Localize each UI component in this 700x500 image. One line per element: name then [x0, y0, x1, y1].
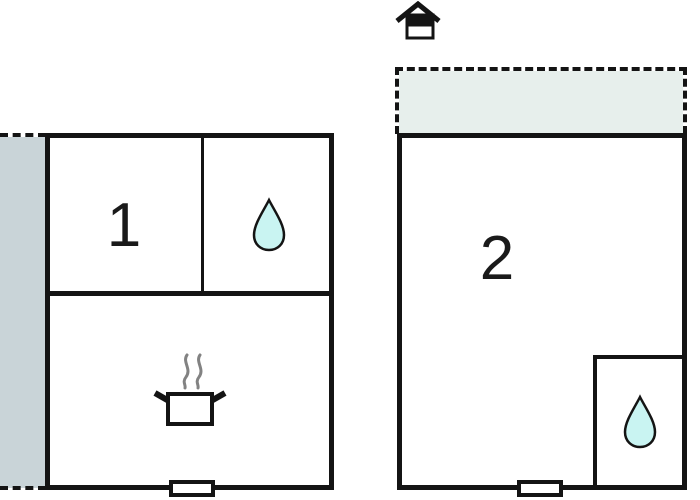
- unit-2-bathroom-wall-horizontal: [593, 355, 682, 359]
- door-symbol: [169, 480, 215, 497]
- door-symbol: [517, 480, 563, 497]
- terrace-left: [0, 137, 45, 488]
- water-drop-icon: [623, 394, 657, 449]
- unit-1-building: [45, 133, 334, 490]
- unit-1-inner-wall-horizontal: [50, 291, 329, 296]
- cooking-pot-icon: [153, 353, 227, 426]
- unit-2-bathroom-wall-vertical: [593, 355, 597, 485]
- terrace-right: [395, 67, 687, 134]
- terrace-left-dash-bottom: [0, 486, 46, 490]
- unit-2-label: 2: [479, 224, 515, 293]
- house-icon: [395, 1, 441, 40]
- water-drop-icon: [252, 197, 286, 252]
- terrace-left-dash-top: [0, 133, 46, 137]
- unit-1-label: 1: [106, 191, 142, 260]
- unit-1-inner-wall-vertical: [201, 138, 204, 296]
